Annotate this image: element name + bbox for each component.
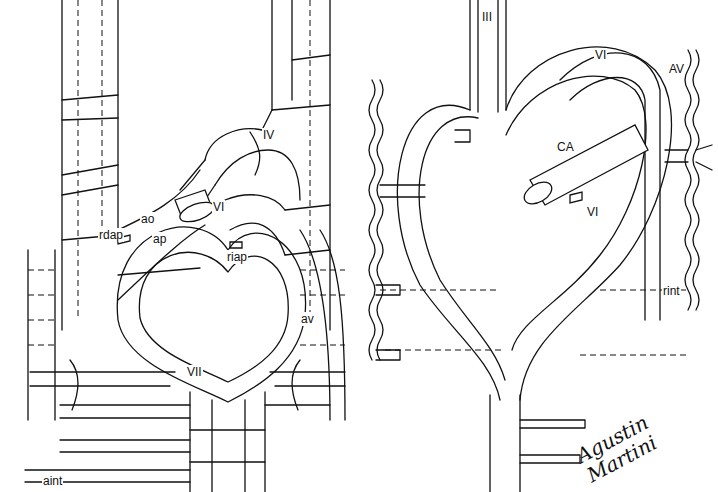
segment-line [25,405,330,482]
part-label: ap [152,232,167,246]
carotid-vessel [470,0,506,112]
cut-end [177,198,216,225]
vessel-wall [300,230,345,420]
wavy-vessel [685,50,699,310]
arch-IV [205,110,300,200]
left-panel-drawing [25,0,345,492]
vessel-dash [300,270,345,345]
signature: Agustin Martini [572,405,674,487]
vessel-dash [78,0,102,320]
left-arch-loop [397,105,505,400]
arch-vessel [118,268,200,275]
arch-number: IV [262,128,275,142]
dorsal-aorta [490,395,520,492]
intersegmental-artery [376,285,585,463]
part-label: ao [140,212,155,226]
outer-ring [117,227,305,402]
arch-number: VI [212,200,225,214]
branch-stub [665,145,712,170]
vessel-wall [28,250,55,420]
right-panel-drawing [369,0,712,492]
part-label: CA [556,140,575,154]
arch-number: VII [186,365,203,379]
part-label: av [300,312,315,326]
vessel-wall [272,0,330,330]
arch-VI [285,205,330,255]
arch-IV [250,132,260,175]
part-label: riap [226,250,248,264]
inner-ring [139,252,288,382]
part-label: aint [42,474,63,488]
vessel-wall [62,0,118,330]
segment-dash [380,290,688,355]
branch-stub [570,192,582,203]
segment-line [62,95,118,240]
wavy-vessel [369,80,383,360]
arch-number: VI [594,48,607,62]
arch-number: III [481,10,493,24]
part-label: rdap [98,228,124,242]
arch-vessel [118,170,205,300]
branch-stub [380,130,470,197]
vessel-dash [310,0,311,320]
part-label: rint [662,284,681,298]
right-arch-loop [506,47,671,400]
dorsal-aorta [190,392,265,492]
cut-end [521,178,556,209]
vessel-dash [28,270,55,345]
part-label: AV [668,62,685,76]
segment-line [272,55,330,110]
arch-number: VI [586,205,599,219]
